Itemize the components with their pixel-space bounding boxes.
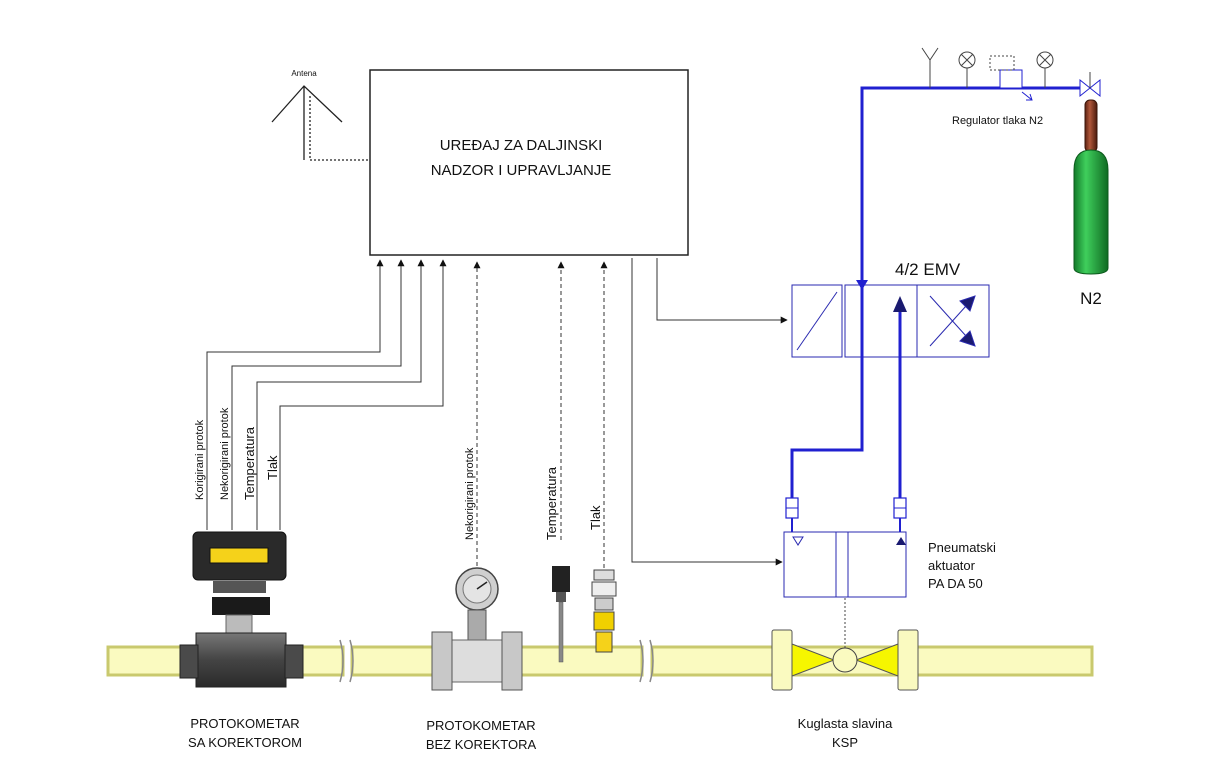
signal-line-corrected-flow [206,259,384,530]
meter-flange-right [501,631,523,691]
meter-stem [467,609,487,641]
valve-body [791,643,899,677]
meter-spool [449,639,505,683]
meter-flange-left [179,644,199,679]
valve-position-parallel [844,284,918,358]
solenoid-valve-4-2 [791,284,990,358]
meter-body [195,632,287,688]
regulator-label: Regulator tlaka N2 [952,115,1043,127]
ball-valve [771,598,919,691]
control-line-to-actuator [631,258,783,566]
meter-neck [212,597,270,615]
cylinder-neck [1084,99,1098,153]
meter-flange-left [431,631,453,691]
signal-label-temperature: Temperatura [242,426,257,500]
signal-label-pressure: Tlak [265,455,280,480]
actuator-label-line1: Pneumatski [928,540,996,555]
control-line-to-valve [656,258,788,324]
signal-line-uncorrected-flow [231,259,405,530]
cylinder-label: N2 [1080,289,1102,308]
meter-flange-right [284,644,304,679]
relief-valve-symbol [921,47,939,88]
valve-flange-right [897,629,919,691]
signal-label-corrected-flow: Korigirani protok [194,419,206,500]
valve-label: 4/2 EMV [895,260,961,279]
n2-cylinder [1073,99,1109,275]
supply-line-n2 [790,86,1086,498]
flow-meter-with-corrector [179,531,304,688]
temperature-sensor [552,566,570,663]
pneumatic-lines [790,86,1086,498]
pipe-break-mark [339,639,354,683]
ball-valve-caption-line1: Kuglasta slavina [798,716,893,731]
pressure-sensor [591,569,617,653]
corrector-display [209,547,269,564]
device1-caption-line1: PROTOKOMETAR [190,716,299,731]
signal-line-temperature [256,259,425,530]
pressure-regulator [999,69,1023,89]
actuator-label-line2: aktuator [928,558,976,573]
flow-meter-without-corrector [431,567,523,691]
controller-title-line2: NADZOR I UPRAVLJANJE [431,162,612,179]
ball-valve-caption-line2: KSP [832,735,858,750]
antenna: Antena [271,69,370,161]
actuator-label-line3: PA DA 50 [928,576,983,591]
sensor-label-pressure: Tlak [588,505,603,530]
signal-line-pressure [279,259,447,530]
valve-ball [832,647,858,673]
pneumatic-actuator [783,531,907,598]
cylinder-body [1073,149,1109,275]
signal-label-meter2: Nekorigirani protok [464,447,476,540]
signal-label-uncorrected-flow: Nekorigirani protok [219,407,231,500]
sensor-label-temperature: Temperatura [544,466,559,540]
remote-control-unit [369,69,689,256]
device2-caption-line1: PROTOKOMETAR [426,718,535,733]
signal-lines-meter1 [206,259,447,530]
valve-flange-left [771,629,793,691]
regulator-assembly [921,47,1101,101]
corrector-base [213,581,266,593]
antenna-label: Antena [291,69,317,78]
meter-stem [225,614,253,636]
controller-title-line1: UREĐAJ ZA DALJINSKI [440,137,603,154]
device2-caption-line2: BEZ KOREKTORA [426,737,537,752]
device1-caption-line2: SA KOREKTOROM [188,735,302,750]
valve-position-crossed [916,284,990,358]
pipe-break-mark [639,639,654,683]
